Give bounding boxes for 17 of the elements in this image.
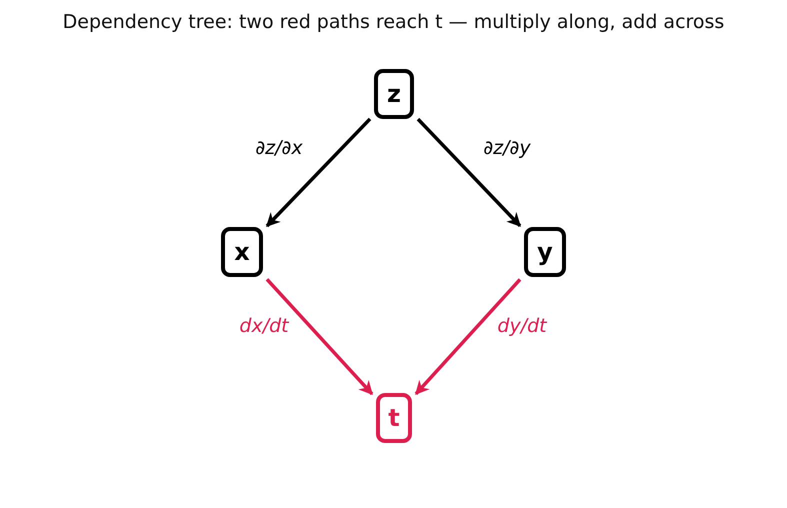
variable-box bbox=[374, 69, 414, 119]
variable-box bbox=[524, 227, 566, 277]
edge-label: ∂z/∂x bbox=[253, 137, 305, 159]
arrow bbox=[266, 118, 372, 228]
edge-label: dx/dt bbox=[237, 315, 291, 337]
arrow bbox=[416, 118, 522, 228]
edge-label: ∂z/∂y bbox=[481, 137, 533, 159]
variable-name: y bbox=[537, 238, 553, 266]
variable-name: z bbox=[387, 80, 401, 108]
arrow bbox=[414, 278, 522, 395]
variable-name: t bbox=[388, 404, 400, 432]
arrow bbox=[266, 278, 374, 396]
diagram-title: Dependency tree: two red paths reach t — multiply along, add across bbox=[62, 11, 726, 33]
edge-label: dy/dt bbox=[495, 315, 549, 337]
variable-box bbox=[376, 393, 412, 443]
variable-box bbox=[221, 227, 263, 277]
variable-name: x bbox=[234, 238, 250, 266]
